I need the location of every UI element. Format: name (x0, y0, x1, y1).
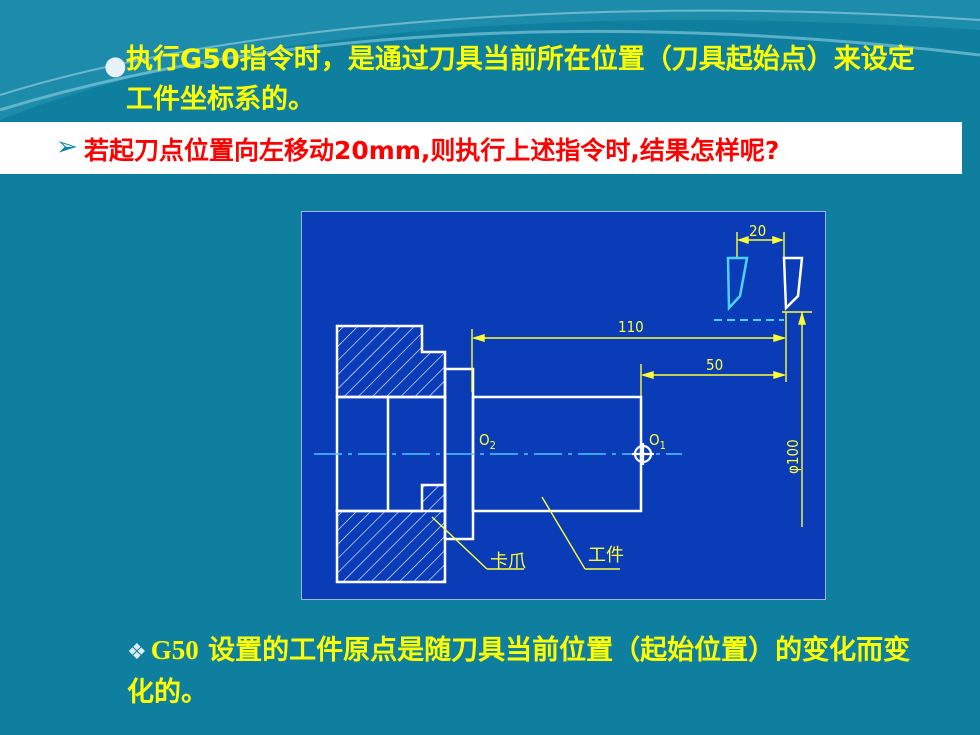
chuck-label: 卡爪 (490, 551, 526, 572)
question-banner: ➢ 若起刀点位置向左移动20mm,则执行上述指令时,结果怎样呢? (0, 122, 962, 174)
g50-code: G50 (150, 635, 199, 665)
workpiece-label: 工件 (588, 545, 624, 566)
bullet-g50-description: ● 执行G50指令时，是通过刀具当前所在位置（刀具起始点）来设定工件坐标系的。 (104, 40, 924, 120)
dim-diameter-label: φ100 (784, 439, 802, 474)
lathe-drawing: 20 110 50 φ100 O2 O1 卡爪 工件 (314, 222, 812, 584)
bullet-g50-conclusion: ❖G50 设置的工件原点是随刀具当前位置（起始位置）的变化而变化的。 (127, 630, 927, 713)
header-swoosh-decoration (0, 0, 980, 120)
bullet-text: 执行G50指令时，是通过刀具当前所在位置（刀具起始点）来设定工件坐标系的。 (126, 44, 915, 115)
tool-original-position (782, 256, 804, 311)
arrow-bullet-icon: ➢ (56, 132, 78, 162)
diamond-bullet-icon: ❖ (127, 640, 147, 665)
dim-20-label: 20 (749, 222, 766, 240)
question-text: 若起刀点位置向左移动20mm,则执行上述指令时,结果怎样呢? (84, 136, 780, 165)
bullet-dot-icon: ● (104, 51, 127, 81)
origin-o2-label: O2 (479, 431, 496, 452)
origin-o1-label: O1 (649, 431, 666, 452)
dim-110-label: 110 (618, 318, 644, 336)
dim-50-label: 50 (706, 356, 723, 374)
lathe-diagram: 20 110 50 φ100 O2 O1 卡爪 工件 (301, 211, 826, 600)
conclusion-text: 设置的工件原点是随刀具当前位置（起始位置）的变化而变化的。 (127, 635, 911, 708)
dimension-lines (431, 232, 812, 570)
chuck (335, 324, 447, 584)
tool-new-position (726, 256, 749, 312)
origin-o1-marker (632, 443, 654, 465)
